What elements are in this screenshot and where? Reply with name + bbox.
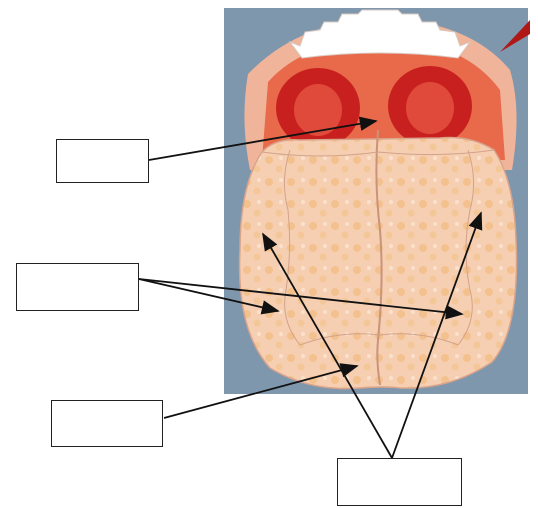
probe-tip [500,20,530,52]
arrow-to-tip [164,366,357,418]
label-box-tip[interactable] [51,400,163,447]
label-box-sides-rear[interactable] [16,263,139,311]
tongue-shape [240,130,517,389]
teeth [290,10,470,58]
label-box-back[interactable] [56,139,149,183]
label-box-sides-front[interactable] [337,458,462,506]
